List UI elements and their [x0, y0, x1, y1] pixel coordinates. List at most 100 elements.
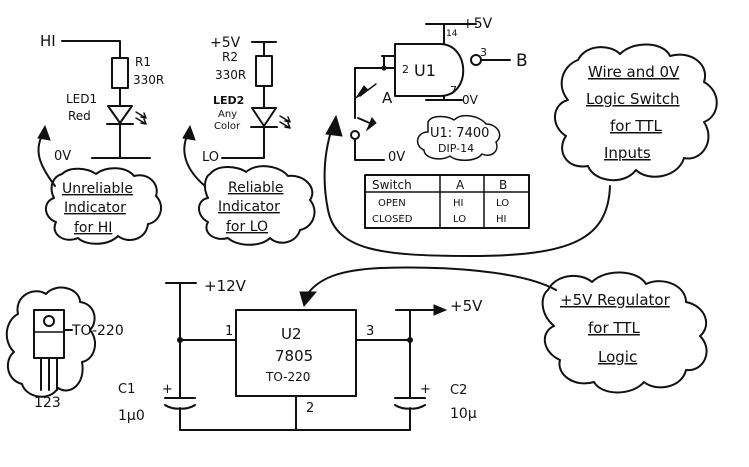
vin-label: +12V	[204, 277, 247, 295]
gate-vcc-wire	[425, 23, 477, 45]
to220-mounting-hole	[43, 315, 55, 327]
logic-switch-circuit: U1 2 3 B 14 +5V 7 0V A 0V U1: 7400 DIP-1…	[350, 16, 528, 165]
note-reg: +5V Regulator for TTL Logic	[299, 266, 708, 394]
r2-ref: R2	[222, 50, 238, 64]
gate-input-junction	[381, 65, 387, 71]
reg-part: 7805	[275, 347, 313, 365]
resistor-r2	[255, 55, 273, 87]
truth-table-row-1-b: LO	[496, 198, 509, 209]
to220-sketch: TO-220 123	[5, 286, 124, 411]
led2-input-wire	[221, 126, 265, 159]
led1-color: Red	[68, 109, 91, 123]
led1-ref: LED1	[66, 92, 97, 106]
truth-table-row-2-a: LO	[453, 214, 466, 225]
note-lo-line1: Reliable	[228, 180, 283, 196]
note-hi-line3: for HI	[74, 220, 112, 236]
note-reg-line1: +5V Regulator	[560, 291, 671, 309]
led2-color-line2: Color	[214, 121, 241, 132]
note-switch-line1: Wire and 0V	[588, 63, 680, 81]
led2-symbol	[251, 107, 277, 127]
reg-pin-out: 3	[366, 324, 374, 339]
c1-ref: C1	[118, 382, 135, 397]
note-switch-arrow-head	[325, 114, 343, 137]
note-switch: Wire and 0V Logic Switch for TTL Inputs	[323, 43, 718, 257]
note-switch-arrow-line	[323, 121, 611, 257]
c1-value: 1µ0	[118, 408, 145, 424]
to220-body	[33, 309, 65, 359]
truth-table-header-switch: Switch	[372, 178, 412, 192]
note-reg-arrow-line	[305, 266, 557, 297]
r1-ref: R1	[135, 55, 151, 69]
led1-ground-label: 0V	[54, 149, 71, 164]
part-line2: DIP-14	[438, 142, 474, 155]
reg-pin-gnd: 2	[306, 401, 314, 416]
note-hi-arrow-head	[37, 124, 51, 141]
to220-cloud	[5, 286, 97, 398]
note-reg-line3: Logic	[598, 348, 637, 366]
truth-table-row-1-switch: OPEN	[378, 198, 406, 209]
note-reg-line2: for TTL	[588, 319, 640, 337]
truth-table-row-2-switch: CLOSED	[372, 214, 413, 225]
reg-package: TO-220	[265, 370, 310, 384]
r1-value: 330R	[133, 73, 164, 87]
gate-gnd-label: 0V	[462, 93, 479, 107]
note-switch-line4: Inputs	[604, 144, 651, 162]
note-hi-line2: Indicator	[64, 200, 126, 216]
truth-table-frame	[364, 174, 530, 229]
gate-output-label: B	[516, 51, 528, 71]
gate-vcc-label: +5V	[462, 16, 493, 32]
truth-table-columns	[439, 174, 485, 229]
led1-symbol	[107, 105, 133, 124]
lo-input-label: LO	[202, 150, 219, 165]
reg-pin-in: 1	[225, 324, 233, 339]
note-reg-arrow-head	[299, 291, 318, 308]
note-switch-line3: for TTL	[610, 117, 662, 135]
gate-pin-vcc: 14	[446, 29, 458, 39]
c2-ref: C2	[450, 383, 467, 398]
gate-ref: U1	[414, 61, 436, 80]
truth-table-header-a: A	[456, 178, 465, 192]
c1-polarity: +	[162, 382, 173, 397]
to220-pins: 123	[34, 395, 61, 411]
c2-value: 10µ	[450, 406, 477, 422]
led2-ref: LED2	[213, 94, 244, 107]
truth-table: Switch A B OPEN HI LO CLOSED LO HI	[364, 174, 530, 229]
led2-light-arrows	[279, 115, 291, 129]
led2-color-line1: Any	[218, 109, 237, 120]
part-cloud	[416, 114, 501, 161]
regulator-circuit: +12V 1 U2 7805 TO-220 3 +5V 2 + C1 1µ0 +…	[118, 277, 483, 431]
vout-rail	[395, 309, 425, 341]
node-a-pointer	[365, 117, 377, 132]
note-lo-cloud	[198, 165, 316, 246]
part-line1: U1: 7400	[430, 126, 489, 141]
to220-leads	[40, 357, 58, 391]
note-lo-line3: for LO	[226, 219, 268, 235]
reg-ref: U2	[281, 325, 302, 343]
vout-arrow-head	[433, 304, 448, 316]
note-lo-arrow-head	[182, 124, 196, 141]
truth-table-header-b: B	[499, 178, 507, 192]
nand-gate-body	[394, 43, 465, 97]
node-a-arrow-head	[355, 85, 369, 99]
note-reg-cloud	[541, 271, 708, 394]
led1-light-arrows	[135, 111, 147, 125]
switch-gnd-label: 0V	[388, 150, 405, 165]
gate-pin-in: 2	[402, 63, 409, 76]
note-hi-line1: Unreliable	[62, 181, 133, 197]
gate-gnd-wire	[425, 95, 463, 101]
led-lo-circuit: +5V R2 330R LED2 Any Color LO Reliable I…	[182, 35, 316, 246]
truth-table-row-2-b: HI	[496, 214, 506, 225]
gate-pin-out: 3	[480, 46, 487, 59]
node-a-label: A	[382, 89, 393, 107]
hi-input-label: HI	[40, 32, 56, 50]
note-switch-line2: Logic Switch	[586, 90, 680, 108]
truth-table-row-1-a: HI	[453, 198, 463, 209]
note-switch-cloud	[554, 43, 718, 182]
switch-contact	[350, 130, 360, 140]
c2-polarity: +	[420, 382, 431, 397]
switch-ground-wire	[354, 138, 385, 161]
gate-pin-gnd: 7	[450, 84, 457, 97]
note-lo-line2: Indicator	[218, 199, 280, 215]
